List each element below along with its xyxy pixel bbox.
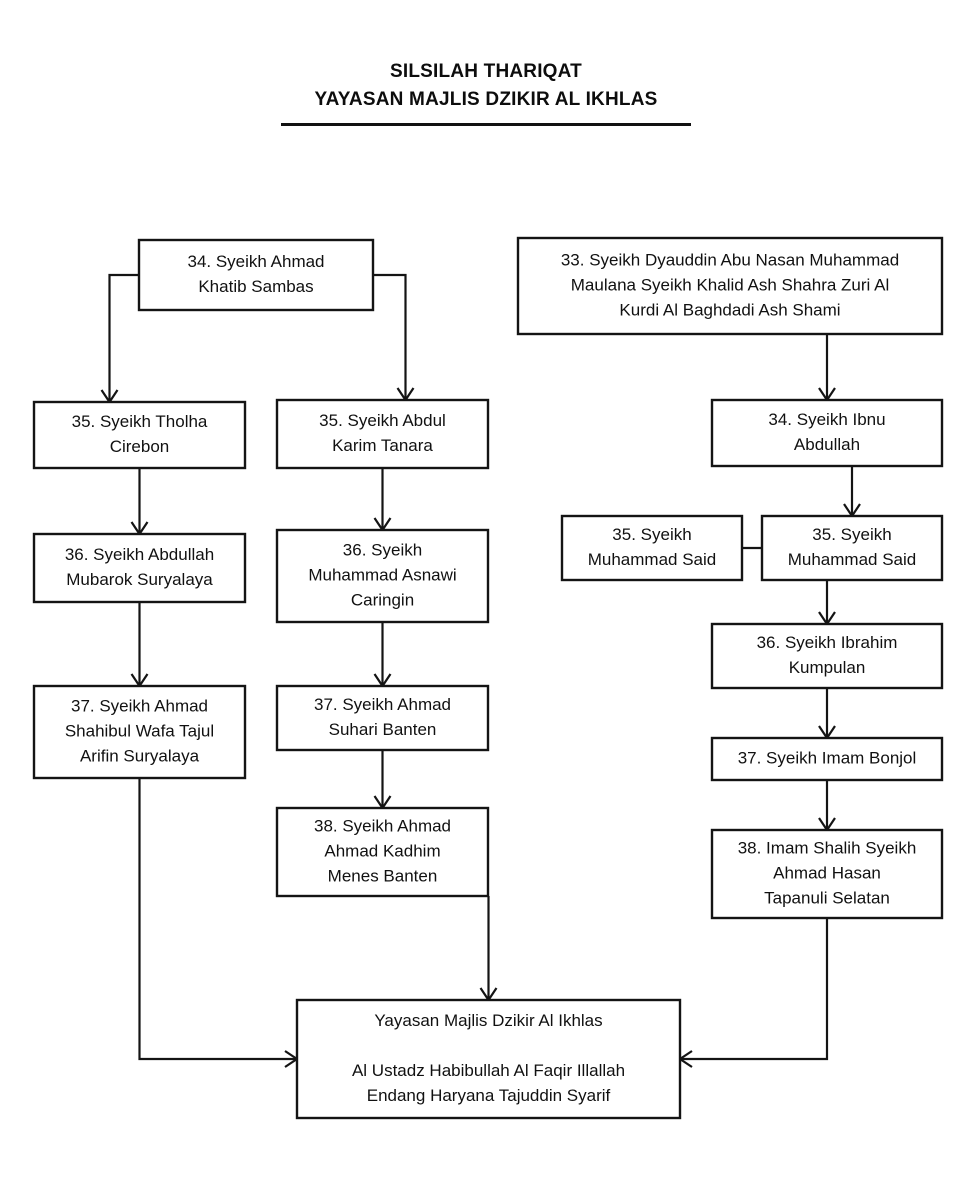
node-label: 36. Syeikh (343, 540, 422, 559)
node-box (710, 828, 944, 920)
flow-node[interactable]: 33. Syeikh Dyauddin Abu Nasan MuhammadMa… (516, 236, 944, 336)
node-box (275, 528, 490, 624)
node-box (516, 236, 944, 336)
node-box (32, 684, 247, 780)
node-label: 38. Imam Shalih Syeikh (738, 838, 917, 857)
node-label: Kumpulan (789, 658, 866, 677)
node-label: 35. Syeikh Tholha (72, 412, 208, 431)
node-box (710, 736, 944, 782)
node-box (137, 238, 375, 312)
node-label: Khatib Sambas (198, 277, 313, 296)
node-label: Menes Banten (328, 866, 438, 885)
node-label: Endang Haryana Tajuddin Syarif (367, 1086, 611, 1105)
node-label: Caringin (351, 590, 414, 609)
node-label: Maulana Syeikh Khalid Ash Shahra Zuri Al (571, 275, 889, 294)
node-label: 34. Syeikh Ibnu (768, 410, 885, 429)
node-label: Karim Tanara (332, 436, 433, 455)
node-label: Abdullah (794, 435, 860, 454)
flow-node[interactable]: Yayasan Majlis Dzikir Al Ikhlas Al Ustadz… (295, 998, 682, 1120)
node-box (760, 514, 944, 582)
flow-edge (108, 273, 139, 402)
title-underline (281, 123, 691, 126)
node-label: 33. Syeikh Dyauddin Abu Nasan Muhammad (561, 250, 899, 269)
node-label: Muhammad Said (788, 550, 917, 569)
node-label: Yayasan Majlis Dzikir Al Ikhlas (374, 1011, 602, 1030)
node-box (710, 398, 944, 468)
node-box (560, 514, 744, 582)
node-box (275, 398, 490, 470)
node-box (710, 622, 944, 690)
node-label: Muhammad Said (588, 550, 717, 569)
node-box (32, 532, 247, 604)
node-label: 37. Syeikh Ahmad (314, 695, 451, 714)
node-label: Mubarok Suryalaya (66, 570, 213, 589)
flow-edge (373, 273, 407, 400)
node-label: Muhammad Asnawi (308, 565, 456, 584)
title-line-2: YAYASAN MAJLIS DZIKIR AL IKHLAS (314, 89, 658, 110)
flow-node[interactable]: 37. Syeikh Imam Bonjol (710, 736, 944, 782)
flow-edge (680, 918, 829, 1061)
node-label: Shahibul Wafa Tajul (65, 721, 214, 740)
node-box (295, 998, 682, 1120)
node-box (275, 806, 490, 898)
node-label: Kurdi Al Baghdadi Ash Shami (619, 300, 840, 319)
node-label: Suhari Banten (329, 720, 437, 739)
node-label: 35. Syeikh Abdul (319, 411, 446, 430)
node-label: 34. Syeikh Ahmad (187, 252, 324, 271)
node-label: 35. Syeikh (812, 525, 891, 544)
node-box (32, 400, 247, 470)
title-line-1: SILSILAH THARIQAT (390, 61, 582, 82)
node-box (275, 684, 490, 752)
node-label: Cirebon (110, 437, 170, 456)
node-label: 36. Syeikh Abdullah (65, 545, 214, 564)
node-label: 35. Syeikh (612, 525, 691, 544)
node-label: 37. Syeikh Imam Bonjol (738, 748, 917, 767)
node-label: Arifin Suryalaya (80, 746, 200, 765)
node-label: 36. Syeikh Ibrahim (757, 633, 898, 652)
node-label: Ahmad Kadhim (324, 841, 440, 860)
node-label: Ahmad Hasan (773, 863, 881, 882)
node-label: 38. Syeikh Ahmad (314, 816, 451, 835)
node-label: Al Ustadz Habibullah Al Faqir Illallah (352, 1061, 625, 1080)
node-label: Tapanuli Selatan (764, 888, 890, 907)
flow-edge (138, 778, 297, 1061)
node-label: 37. Syeikh Ahmad (71, 696, 208, 715)
page-title: SILSILAH THARIQAT YAYASAN MAJLIS DZIKIR … (0, 58, 972, 126)
